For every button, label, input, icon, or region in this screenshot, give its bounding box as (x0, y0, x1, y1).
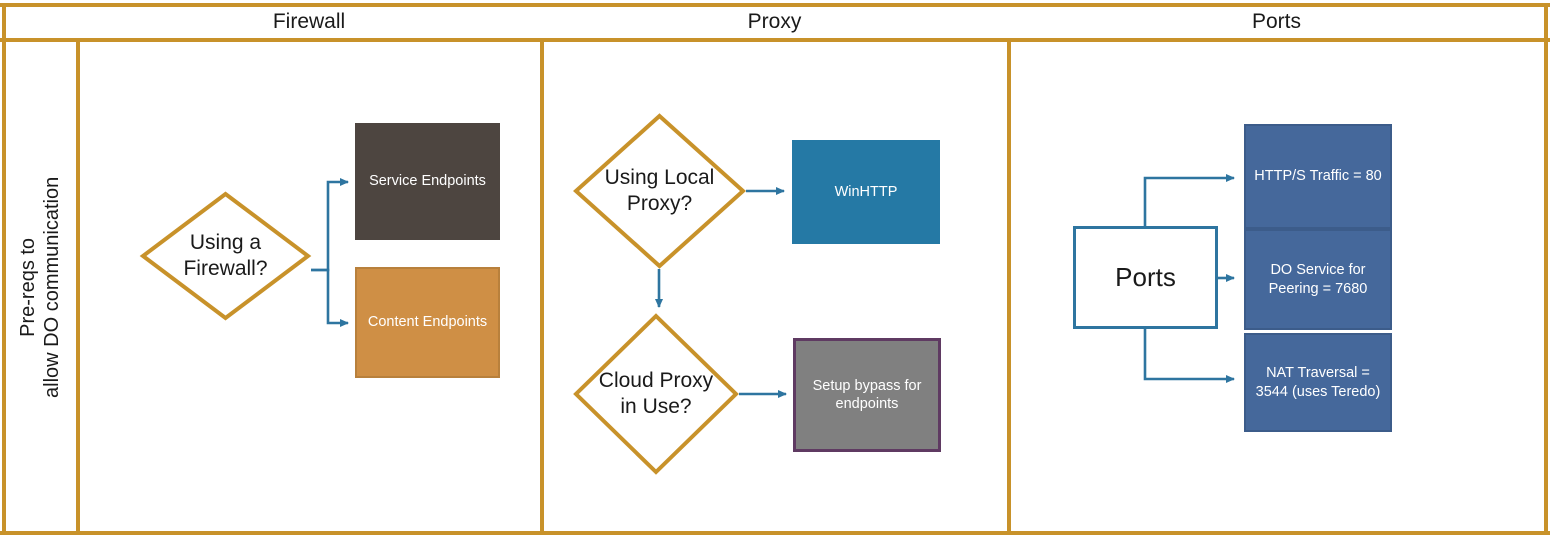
box-service-endpoints[interactable]: Service Endpoints (355, 123, 500, 240)
box-nat-traversal-line1: NAT Traversal = (1266, 365, 1370, 382)
box-content-endpoints-label: Content Endpoints (367, 314, 488, 331)
frame-right-border (1544, 3, 1548, 535)
row-label-line2: allow DO communication (41, 176, 64, 398)
box-winhttp[interactable]: WinHTTP (792, 140, 940, 244)
box-service-endpoints-label: Service Endpoints (369, 173, 486, 190)
column-header-ports: Ports (1251, 10, 1301, 33)
box-ports-root[interactable]: Ports (1073, 226, 1218, 329)
frame-header-divider (0, 38, 1550, 42)
box-do-service-peering-line1: DO Service for (1270, 262, 1366, 279)
box-do-service-peering[interactable]: DO Service for Peering = 7680 (1244, 229, 1392, 330)
diamond-shape-icon (139, 191, 312, 321)
frame-divider-proxy-ports (1007, 38, 1011, 535)
frame-bottom-border (0, 531, 1550, 535)
box-nat-traversal-line2: 3544 (uses Teredo) (1255, 383, 1381, 400)
box-setup-bypass-line2: endpoints (835, 396, 899, 412)
frame-divider-rowlabel (76, 38, 80, 535)
box-ports-root-label: Ports (1115, 262, 1176, 292)
column-header-proxy: Proxy (747, 10, 802, 33)
frame-divider-firewall-proxy (540, 38, 544, 535)
frame-left-border (2, 3, 6, 535)
row-label-line1: Pre-reqs to (17, 237, 40, 337)
decision-cloud-proxy-in-use[interactable]: Cloud Proxy in Use? (573, 313, 739, 475)
box-http-s-traffic[interactable]: HTTP/S Traffic = 80 (1244, 124, 1392, 229)
box-setup-bypass-for-endpoints[interactable]: Setup bypass for endpoints (793, 338, 941, 452)
box-setup-bypass-line1: Setup bypass for (812, 377, 922, 394)
decision-using-local-proxy[interactable]: Using Local Proxy? (573, 113, 746, 269)
frame-top-border (0, 3, 1550, 7)
column-header-firewall: Firewall (272, 10, 346, 33)
diamond-shape-icon (573, 113, 746, 269)
diamond-shape-icon (573, 313, 739, 475)
decision-using-a-firewall[interactable]: Using a Firewall? (139, 191, 312, 321)
box-do-service-peering-line2: Peering = 7680 (1268, 280, 1368, 297)
row-label-prereqs: Pre-reqs to allow DO communication (4, 41, 77, 533)
box-nat-traversal[interactable]: NAT Traversal = 3544 (uses Teredo) (1244, 333, 1392, 432)
box-content-endpoints[interactable]: Content Endpoints (355, 267, 500, 378)
box-http-s-traffic-line1: HTTP/S Traffic = 80 (1254, 168, 1382, 185)
box-winhttp-label: WinHTTP (834, 183, 898, 200)
